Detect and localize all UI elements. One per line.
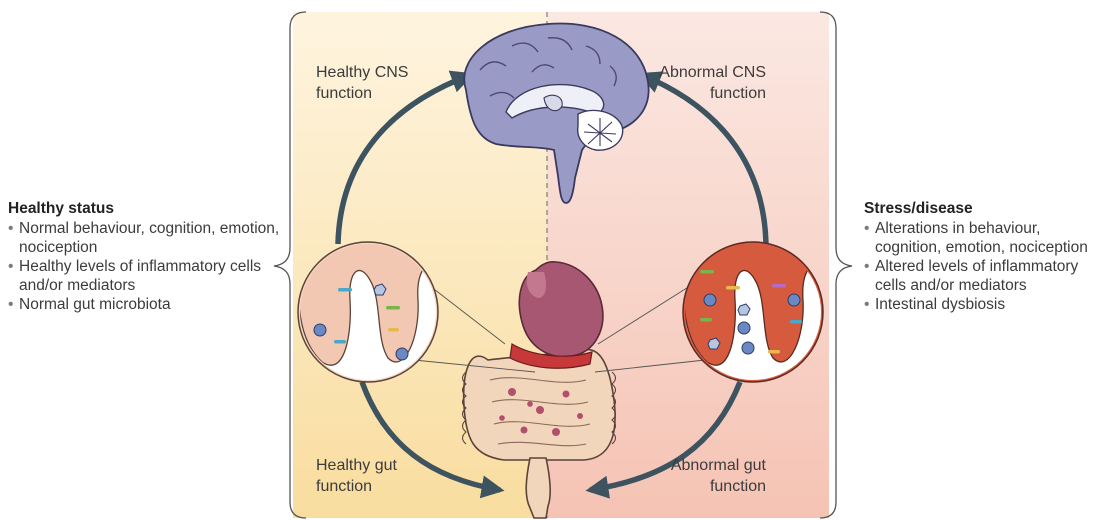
stress-disease-title: Stress/disease — [864, 199, 1092, 218]
label-abnormal-gut: Abnormal gut function — [650, 455, 766, 497]
healthy-status-list: Normal behaviour, cognition, emotion, no… — [8, 219, 280, 314]
stress-disease-item: Intestinal dysbiosis — [864, 295, 1092, 314]
stress-disease-item: Altered levels of inflammatory cells and… — [864, 257, 1092, 295]
label-abnormal-cns: Abnormal CNS function — [650, 62, 766, 104]
healthy-status-title: Healthy status — [8, 199, 280, 218]
stress-disease-list: Alterations in behaviour, cognition, emo… — [864, 219, 1092, 314]
label-healthy-gut: Healthy gut function — [316, 455, 416, 497]
label-healthy-cns: Healthy CNS function — [316, 62, 426, 104]
healthy-status-panel: Healthy status Normal behaviour, cogniti… — [8, 199, 280, 314]
healthy-status-item: Healthy levels of inflammatory cells and… — [8, 257, 280, 295]
stress-disease-panel: Stress/disease Alterations in behaviour,… — [864, 199, 1092, 314]
healthy-status-item: Normal behaviour, cognition, emotion, no… — [8, 219, 280, 257]
stress-disease-item: Alterations in behaviour, cognition, emo… — [864, 219, 1092, 257]
healthy-status-item: Normal gut microbiota — [8, 295, 280, 314]
